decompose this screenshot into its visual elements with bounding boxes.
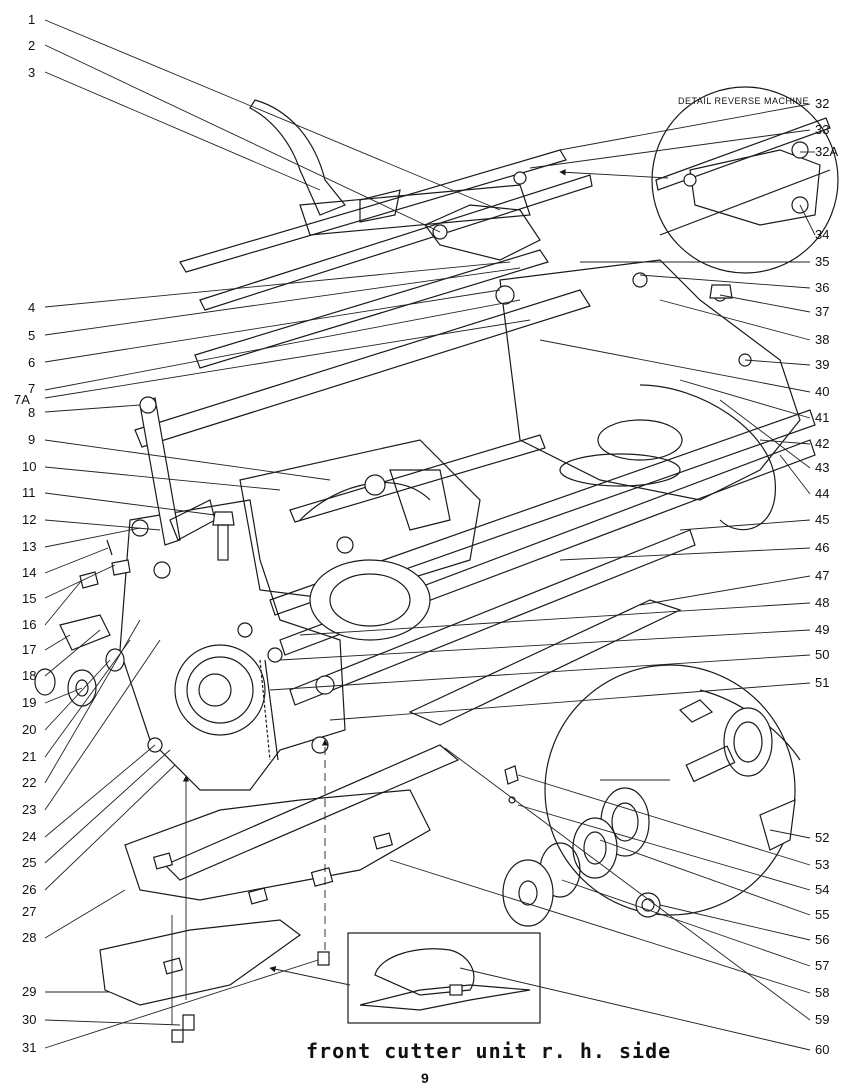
callout-24: 24: [22, 829, 36, 844]
callout-numbers-right: 32 33 32A 34 35 36 37 38 39 40 41 42 43 …: [815, 96, 838, 1057]
left-side-plate: [119, 499, 346, 791]
center-chassis: [239, 439, 481, 641]
callout-37: 37: [815, 304, 829, 319]
diagram-title: front cutter unit r. h. side: [306, 1039, 671, 1063]
callout-48: 48: [815, 595, 829, 610]
callout-17: 17: [22, 642, 36, 657]
callout-57: 57: [815, 958, 829, 973]
cross-bars: [134, 249, 816, 706]
callout-20: 20: [22, 722, 36, 737]
callout-53: 53: [815, 857, 829, 872]
detail-circle-bearing: [502, 664, 801, 927]
callout-46: 46: [815, 540, 829, 555]
top-bolts: [212, 284, 733, 561]
callout-32a: 32A: [815, 144, 838, 159]
callout-59: 59: [815, 1012, 829, 1027]
callout-8: 8: [28, 405, 35, 420]
page-number: 9: [421, 1070, 429, 1086]
callout-22: 22: [22, 775, 36, 790]
callout-29: 29: [22, 984, 36, 999]
loose-parts-left: [34, 539, 131, 707]
callout-27: 27: [22, 904, 36, 919]
callout-12: 12: [22, 512, 36, 527]
callout-26: 26: [22, 882, 36, 897]
callout-30: 30: [22, 1012, 36, 1027]
callout-52: 52: [815, 830, 829, 845]
callout-45: 45: [815, 512, 829, 527]
callout-11: 11: [22, 485, 36, 500]
callout-4: 4: [28, 300, 35, 315]
callout-47: 47: [815, 568, 829, 583]
callout-58: 58: [815, 985, 829, 1000]
callout-18: 18: [22, 668, 36, 683]
callout-6: 6: [28, 355, 35, 370]
callout-19: 19: [22, 695, 36, 710]
callout-33: 33: [815, 122, 829, 137]
callout-35: 35: [815, 254, 829, 269]
callout-25: 25: [22, 855, 36, 870]
machine-illustration: [34, 99, 816, 1043]
inset-box-cutter-detail: [269, 932, 541, 1024]
adjusting-lever: [139, 396, 216, 546]
callout-55: 55: [815, 907, 829, 922]
callout-23: 23: [22, 802, 36, 817]
callout-32: 32: [815, 96, 829, 111]
callout-39: 39: [815, 357, 829, 372]
callout-9: 9: [28, 432, 35, 447]
callout-43: 43: [815, 460, 829, 475]
right-frame: [495, 259, 801, 531]
callout-21: 21: [22, 749, 36, 764]
callout-5: 5: [28, 328, 35, 343]
upper-handle-arm: [179, 99, 593, 311]
callout-41: 41: [815, 410, 829, 425]
callout-15: 15: [22, 591, 36, 606]
callout-7: 7: [28, 381, 35, 396]
callout-51: 51: [815, 675, 829, 690]
callout-numbers-left: 1 2 3 4 5 6 7 7A 8 9 10 11 12 13 14 15 1…: [14, 12, 36, 1055]
callout-44: 44: [815, 486, 829, 501]
callout-28: 28: [22, 930, 36, 945]
bottom-blade-assembly: [99, 599, 682, 1043]
callout-31: 31: [22, 1040, 36, 1055]
leader-lines: [44, 19, 816, 1051]
callout-34: 34: [815, 227, 829, 242]
detail-circle-reverse-machine: DETAIL REVERSE MACHINE: [559, 86, 839, 274]
callout-16: 16: [22, 617, 36, 632]
callout-50: 50: [815, 647, 829, 662]
callout-56: 56: [815, 932, 829, 947]
callout-3: 3: [28, 65, 35, 80]
callout-40: 40: [815, 384, 829, 399]
detail-label: DETAIL REVERSE MACHINE: [678, 96, 809, 106]
callout-38: 38: [815, 332, 829, 347]
callout-13: 13: [22, 539, 36, 554]
callout-1: 1: [28, 12, 35, 27]
callout-14: 14: [22, 565, 36, 580]
callout-42: 42: [815, 436, 829, 451]
callout-7a: 7A: [14, 392, 30, 407]
callout-60: 60: [815, 1042, 829, 1057]
callout-36: 36: [815, 280, 829, 295]
callout-54: 54: [815, 882, 829, 897]
callout-2: 2: [28, 38, 35, 53]
callout-49: 49: [815, 622, 829, 637]
callout-10: 10: [22, 459, 36, 474]
